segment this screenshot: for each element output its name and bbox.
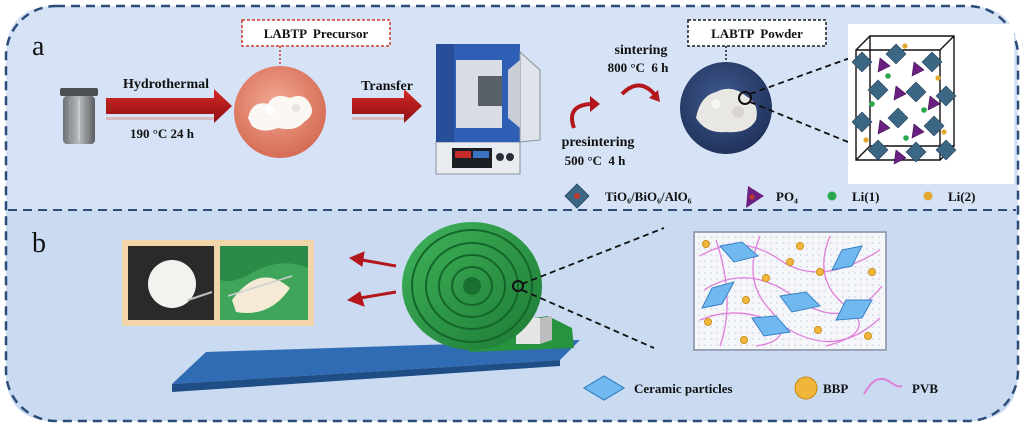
hydrothermal-label: Hydrothermal [123, 77, 209, 92]
autoclave-can-icon [60, 88, 98, 144]
hydrothermal-arrow [106, 89, 232, 123]
panel-a-label: a [32, 31, 45, 62]
legend-bbp-icon [794, 376, 818, 400]
legend-tetrahedra-label: PO₄ [776, 189, 798, 204]
zoom-line-lower [749, 101, 849, 143]
legend-pvb-icon [863, 378, 903, 395]
sintering-label: sintering [615, 43, 668, 58]
hydrothermal-conditions: 190 °C 24 h [130, 126, 195, 141]
powder-tag [687, 19, 827, 66]
precursor-tag-label: LABTP Precursor [264, 26, 369, 41]
transfer-arrow [352, 89, 422, 123]
legend-octahedra-icon [564, 183, 590, 209]
legend-tetrahedra-icon [746, 186, 764, 208]
furnace-icon [435, 44, 541, 175]
presintering-label: presintering [562, 135, 635, 150]
precursor-tag [241, 19, 391, 70]
zoom-line-b-lower [521, 289, 655, 349]
transfer-label: Transfer [361, 79, 413, 94]
legend-li2-dot [923, 191, 933, 201]
microstructure-inset [693, 231, 887, 351]
powder-disk [680, 62, 772, 154]
legend-bbp-label: BBP [823, 381, 848, 396]
outer-border [4, 4, 1020, 423]
zoom-line-upper [749, 57, 851, 95]
membrane-photos [122, 240, 314, 326]
presintering-conditions: 500 °C 4 h [565, 153, 627, 168]
legend-pvb-label: PVB [912, 381, 938, 396]
legend-octahedra-label: TiO₆/BiO₆/AlO₆ [605, 189, 692, 204]
legend-li1-label: Li(1) [852, 189, 879, 204]
green-tape-roll [402, 222, 574, 352]
casting-direction-arrows [346, 251, 397, 307]
legend-li1-dot [827, 191, 837, 201]
legend-li2-label: Li(2) [948, 189, 975, 204]
zoom-line-b-upper [521, 227, 665, 285]
legend-ceramic-icon [582, 375, 626, 401]
sintering-cycle-arrows [570, 83, 660, 129]
panel-b-label: b [32, 228, 46, 259]
powder-tag-label: LABTP Powder [711, 26, 803, 41]
sintering-conditions: 800 °C 6 h [608, 60, 670, 75]
precursor-disk [234, 66, 326, 158]
legend-ceramic-label: Ceramic particles [634, 381, 733, 396]
crystal-structure [848, 24, 1014, 184]
